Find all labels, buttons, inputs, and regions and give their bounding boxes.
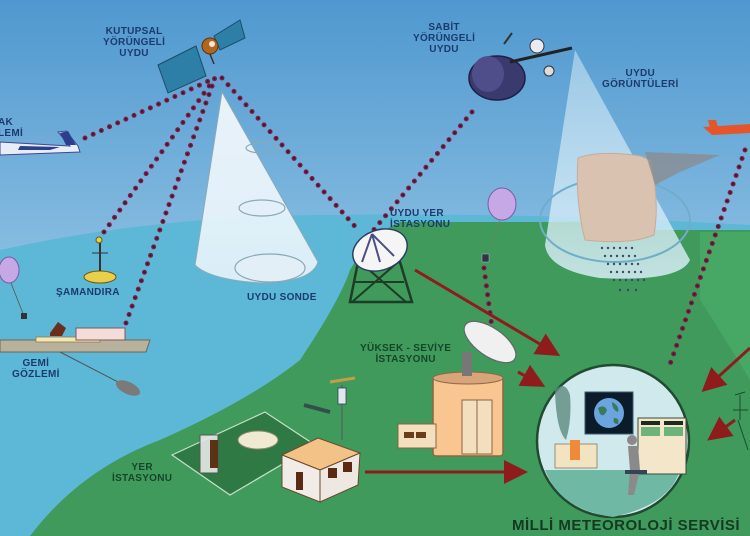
ship-icon: [0, 322, 151, 396]
link-polar-satellite-to-ground-station: [219, 75, 363, 235]
satellite-ground-station-icon: [348, 228, 414, 304]
data-flow-arrows: [365, 268, 750, 484]
label-satellite-images: UYDU GÖRÜNTÜLERİ: [602, 68, 679, 90]
link-ship-to-polar-satellite: [123, 75, 218, 326]
link-balloon-to-upper-air: [481, 265, 496, 338]
dotted-data-links-inner: [83, 76, 747, 372]
label-aircraft-observation: AK LEMİ: [0, 117, 24, 139]
met-service-illustration: [535, 363, 691, 519]
satellite-imaging-beam: [539, 50, 720, 292]
label-satellite-sounding: UYDU SONDE: [247, 292, 317, 303]
arrow-upper-air-to-met-service: [517, 364, 546, 387]
label-upper-air-station: YÜKSEK - SEVİYE İSTASYONU: [360, 343, 452, 365]
label-geo-satellite: SABİT YÖRÜNGELİ UYDU: [413, 22, 476, 55]
cloud-column: [576, 152, 657, 243]
satellite-sounding-cone: [194, 90, 319, 284]
label-satellite-ground-station: UYDU YER İSTASYONU: [390, 208, 451, 230]
geo-satellite-icon: [468, 32, 573, 101]
label-met-service: MİLLİ METEOROLOJİ SERVİSİ: [512, 517, 741, 534]
label-buoy: ŞAMANDIRA: [56, 287, 120, 298]
aircraft-left-icon: [0, 130, 81, 156]
label-polar-satellite: KUTUPSAL YÖRÜNGELİ UYDU: [103, 26, 166, 59]
upper-air-station-icon: [397, 320, 517, 457]
buoy-icon: [83, 236, 117, 284]
polar-satellite-icon: [157, 19, 246, 94]
arrow-ground-station-to-met-service: [414, 268, 561, 357]
label-ground-station: YER İSTASYONU: [112, 462, 173, 484]
rain-drops: [600, 246, 646, 292]
arrow-right-station-2-to-met-service: [707, 416, 736, 441]
ground-station-icon: [170, 376, 362, 503]
right-edge-station-icon: [733, 391, 749, 451]
arrow-right-station-1-to-met-service: [701, 346, 750, 393]
label-ship-observation: GEMİ GÖZLEMİ: [12, 358, 60, 380]
cloud-anvil: [645, 152, 720, 185]
land-right-light: [700, 232, 750, 380]
radiosonde-balloon-right-icon: [481, 187, 517, 263]
aircraft-right-icon: [703, 120, 750, 135]
radiosonde-balloon-left-icon: [0, 256, 27, 319]
